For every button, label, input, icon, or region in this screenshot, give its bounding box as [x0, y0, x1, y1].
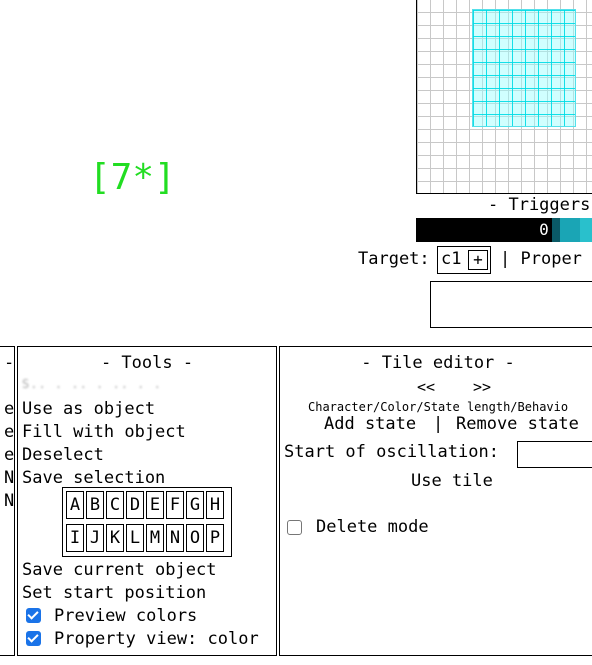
property-view-label: Property view: color	[54, 629, 259, 649]
add-state-button[interactable]: Add state	[324, 414, 417, 434]
target-value: c1	[441, 249, 462, 269]
left-panel-row[interactable]: N	[4, 491, 15, 511]
left-panel-row: -	[4, 353, 15, 373]
object-slots-grid: A B C D E F G H I J K L M N O P	[62, 487, 232, 557]
delete-mode-label: Delete mode	[316, 517, 429, 537]
preview-colors-label: Preview colors	[54, 606, 198, 626]
prev-tile-button[interactable]: <<	[417, 378, 436, 396]
left-panel-row[interactable]: e	[4, 399, 15, 419]
object-slot[interactable]: D	[126, 491, 144, 519]
viewport-cursor-text: [7*]	[89, 157, 176, 198]
next-tile-button[interactable]: >>	[473, 378, 492, 396]
object-slot[interactable]: B	[86, 491, 104, 519]
trigger-cell[interactable]	[552, 218, 560, 242]
oscillation-input[interactable]	[517, 441, 592, 468]
object-slot[interactable]: K	[106, 524, 124, 552]
trigger-cell[interactable]	[536, 218, 552, 242]
left-panel-row[interactable]: N	[4, 468, 15, 488]
object-slot[interactable]: H	[206, 491, 224, 519]
save-selection-button[interactable]: Save selection	[22, 468, 166, 488]
tools-panel: - Tools - S.. . .. . .. . . Use as objec…	[17, 346, 277, 656]
trigger-bar[interactable]: 0	[416, 218, 592, 242]
separator: |	[433, 414, 444, 434]
object-slot[interactable]: E	[146, 491, 164, 519]
object-slot[interactable]: O	[186, 524, 204, 552]
target-selector[interactable]: c1 +	[437, 246, 491, 274]
oscillation-label: Start of oscillation:	[284, 442, 499, 462]
object-slot[interactable]: J	[86, 524, 104, 552]
delete-mode-checkbox[interactable]	[287, 520, 302, 535]
target-label: Target:	[358, 249, 430, 269]
object-slot[interactable]: M	[146, 524, 164, 552]
preview-colors-checkbox[interactable]	[26, 608, 41, 623]
use-tile-button[interactable]: Use tile	[411, 471, 493, 491]
tools-title: - Tools -	[100, 353, 194, 373]
object-slot[interactable]: F	[166, 491, 184, 519]
object-slot[interactable]: P	[206, 524, 224, 552]
fill-with-object-button[interactable]: Fill with object	[22, 422, 186, 442]
tile-editor-title: - Tile editor -	[361, 353, 515, 373]
tile-editor-panel: - Tile editor - << >> Character/Color/St…	[279, 346, 592, 656]
object-slot[interactable]: L	[126, 524, 144, 552]
property-label-text: Proper	[520, 249, 582, 269]
trigger-cell[interactable]	[560, 218, 580, 242]
tile-fields-label: Character/Color/State length/Behavio	[308, 400, 569, 414]
tools-faded-row: S.. . .. . .. . .	[22, 377, 162, 391]
trigger-index: 0	[539, 220, 549, 239]
triggers-title: - Triggers	[488, 195, 591, 215]
property-label: | Proper	[500, 249, 582, 269]
object-slot[interactable]: I	[66, 524, 84, 552]
left-panel-row[interactable]: e	[4, 422, 15, 442]
minimap[interactable]	[416, 0, 592, 194]
trigger-cell[interactable]	[580, 218, 592, 242]
object-slot[interactable]: C	[106, 491, 124, 519]
left-panel-row[interactable]: e	[4, 445, 15, 465]
object-slot[interactable]: A	[66, 491, 84, 519]
left-panel: - e e e N N	[0, 346, 15, 656]
minimap-selection	[472, 9, 576, 127]
deselect-button[interactable]: Deselect	[22, 445, 104, 465]
property-input[interactable]	[430, 281, 592, 328]
object-slot[interactable]: N	[166, 524, 184, 552]
remove-state-button[interactable]: Remove state	[456, 414, 579, 434]
use-as-object-button[interactable]: Use as object	[22, 399, 156, 419]
separator: |	[500, 249, 511, 269]
add-target-button[interactable]: +	[468, 250, 488, 270]
save-current-object-button[interactable]: Save current object	[22, 560, 217, 580]
object-slot[interactable]: G	[186, 491, 204, 519]
property-view-checkbox[interactable]	[26, 631, 41, 646]
set-start-position-button[interactable]: Set start position	[22, 583, 207, 603]
